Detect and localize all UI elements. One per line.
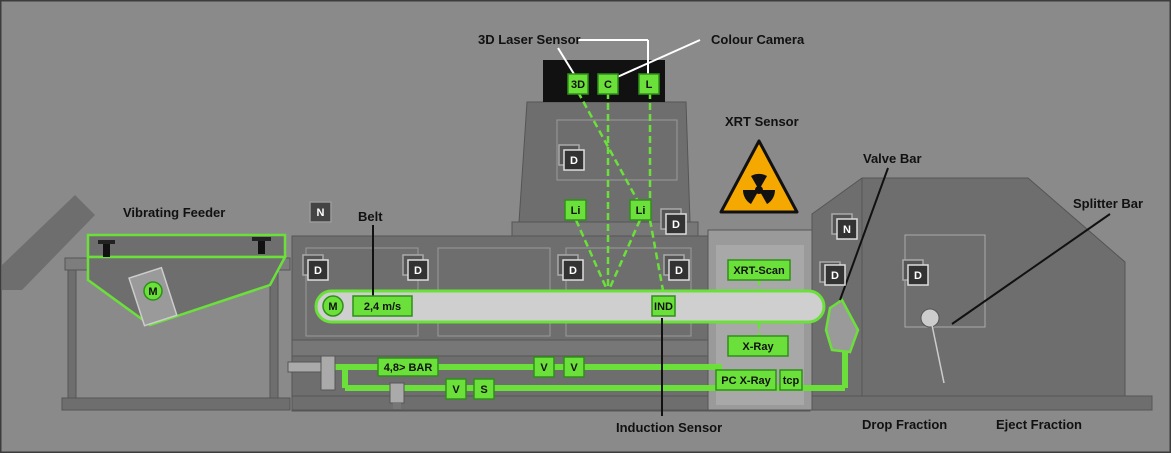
tag-l-label: L xyxy=(646,79,653,91)
laser-sensor-label: 3D Laser Sensor xyxy=(478,32,581,47)
d-box: D xyxy=(558,144,585,171)
vibrating-feeder-label: Vibrating Feeder xyxy=(123,205,225,220)
tag-xray: X-Ray xyxy=(727,335,789,357)
tag-induction: IND xyxy=(651,295,676,317)
eject-housing xyxy=(811,177,1126,397)
conveyor-belt xyxy=(314,289,826,324)
valve-bar-nozzle xyxy=(824,298,860,354)
d-box: D xyxy=(902,259,929,286)
d-box: D xyxy=(660,208,687,235)
drop-fraction-label: Drop Fraction xyxy=(862,417,947,432)
feeder-motor: M xyxy=(143,281,163,301)
sensor-beams xyxy=(574,91,761,338)
d-box: D xyxy=(663,254,690,281)
d-box-label: D xyxy=(831,270,839,282)
valve-3-label: V xyxy=(452,384,460,396)
tag-3d: 3D xyxy=(567,73,589,95)
air-fittings xyxy=(287,355,405,409)
radiation-warning-icon xyxy=(719,139,799,214)
tag-li-2: Li xyxy=(629,199,652,221)
d-box: D xyxy=(819,261,846,286)
tag-li-1: Li xyxy=(564,199,587,221)
tag-c: C xyxy=(597,73,619,95)
feeder-motor-label: M xyxy=(148,286,157,298)
n-boxes: N N xyxy=(309,201,858,240)
d-box: D xyxy=(302,254,329,281)
d-boxes: D D D D D D D D xyxy=(302,144,929,286)
tag-pressure: 4,8> BAR xyxy=(377,357,439,377)
induction-sensor-label: Induction Sensor xyxy=(616,420,722,435)
tag-belt-speed: 2,4 m/s xyxy=(352,295,413,317)
tag-pc-xray: PC X-Ray xyxy=(715,369,777,391)
d-box-label: D xyxy=(914,270,922,282)
d-box-label: D xyxy=(675,265,683,277)
tcp-label: tcp xyxy=(783,375,800,387)
colour-camera-label: Colour Camera xyxy=(711,32,805,47)
belt-label: Belt xyxy=(358,209,383,224)
pressure-label: 4,8> BAR xyxy=(384,362,433,374)
induction-label: IND xyxy=(654,301,673,313)
feed-chute xyxy=(2,195,95,290)
tag-li-1-label: Li xyxy=(571,205,581,217)
n-box-label: N xyxy=(843,224,851,236)
d-box-label: D xyxy=(672,219,680,231)
valve-bar-label: Valve Bar xyxy=(863,151,922,166)
tag-tcp: tcp xyxy=(779,369,803,391)
tag-l: L xyxy=(638,73,660,95)
s-label: S xyxy=(480,384,487,396)
d-box-label: D xyxy=(314,265,322,277)
n-box: N xyxy=(831,213,858,240)
xrt-scan-label: XRT-Scan xyxy=(733,265,785,277)
n-box: N xyxy=(309,201,332,223)
d-box-label: D xyxy=(414,265,422,277)
splitter-bar-label: Splitter Bar xyxy=(1073,196,1143,211)
tag-xrt-scan: XRT-Scan xyxy=(727,259,791,281)
splitter-bar-knob xyxy=(920,308,940,328)
d-box-label: D xyxy=(569,265,577,277)
tag-s: S xyxy=(473,378,495,400)
xrt-sensor-label: XRT Sensor xyxy=(725,114,799,129)
pc-xray-label: PC X-Ray xyxy=(721,375,771,387)
belt-motor: M xyxy=(322,295,344,317)
leader-lines xyxy=(372,39,1111,416)
valve-2-label: V xyxy=(570,362,578,374)
tag-c-label: C xyxy=(604,79,612,91)
eject-fraction-label: Eject Fraction xyxy=(996,417,1082,432)
d-box: D xyxy=(557,254,584,281)
belt-motor-label: M xyxy=(328,301,337,313)
xray-label: X-Ray xyxy=(742,341,774,353)
tag-valve-2: V xyxy=(563,356,585,378)
splitter-line xyxy=(931,324,945,384)
belt-speed-label: 2,4 m/s xyxy=(364,301,401,313)
tag-valve-1: V xyxy=(533,356,555,378)
d-box: D xyxy=(402,254,429,281)
n-box-label: N xyxy=(317,207,325,219)
tag-li-2-label: Li xyxy=(636,205,646,217)
tag-3d-label: 3D xyxy=(571,79,585,91)
tag-valve-3: V xyxy=(445,378,467,400)
d-box-label: D xyxy=(570,155,578,167)
valve-1-label: V xyxy=(540,362,548,374)
